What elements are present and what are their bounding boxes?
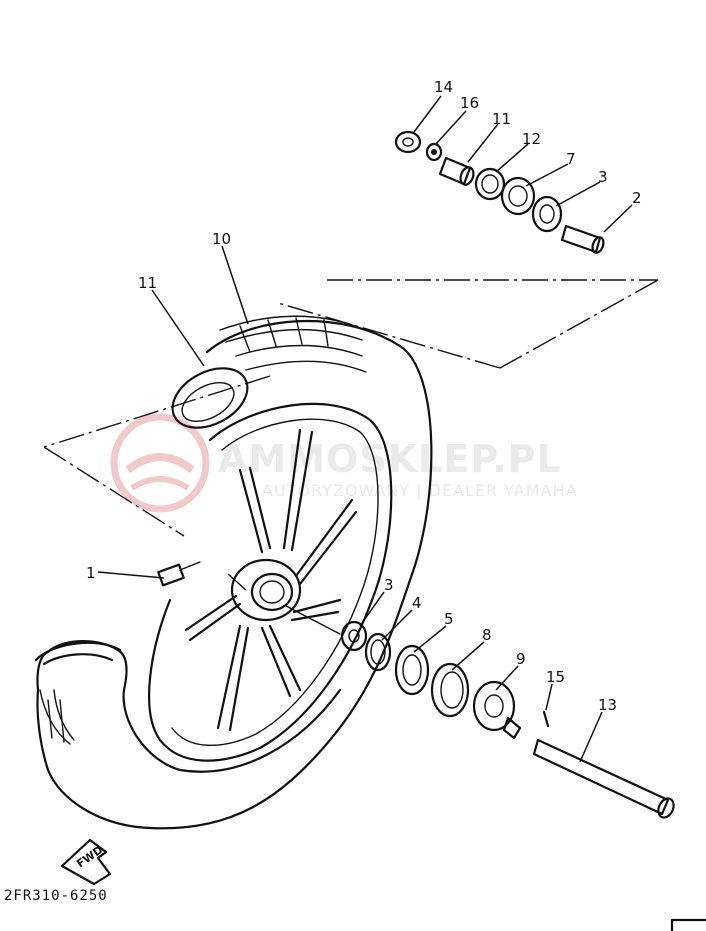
- callout-7: 8: [482, 626, 492, 644]
- tire: [34, 315, 433, 830]
- part-14-nut: [394, 130, 422, 154]
- watermark: AMMOSKLEP.PL AUTORYZOWANY | DEALER YAMAH…: [110, 413, 577, 513]
- callout-10: 11: [138, 274, 157, 292]
- callout-12: 12: [522, 130, 541, 148]
- callout-4: 4: [412, 594, 422, 612]
- part-8-meter-gear: [472, 680, 522, 740]
- part-3-bearing-lower: [340, 620, 368, 652]
- fwd-label: FWD: [74, 843, 105, 870]
- callout-1: 1: [86, 564, 96, 582]
- callout-6: 7: [566, 150, 576, 168]
- watermark-tagline: AUTORYZOWANY | DEALER YAMAHA: [262, 481, 577, 500]
- part-11-collar: [438, 156, 475, 186]
- part-16-washer: [425, 142, 443, 162]
- callout-3-lower: 3: [384, 576, 394, 594]
- callout-9: 10: [212, 230, 231, 248]
- callout-5: 5: [444, 610, 454, 628]
- callout-3-upper: 3: [598, 168, 608, 186]
- valve-part-1: [157, 561, 201, 587]
- corner-mark: [670, 918, 706, 931]
- fwd-arrow: FWD: [60, 838, 112, 886]
- part-4-circlip: [364, 632, 392, 672]
- callout-16: 16: [460, 94, 479, 112]
- rim: [147, 402, 393, 762]
- callout-8: 9: [516, 650, 526, 668]
- part-15-pin: [542, 710, 550, 728]
- hub: [230, 558, 341, 635]
- watermark-logo: [110, 413, 210, 513]
- part-13-axle: [532, 738, 675, 819]
- callout-2: 2: [632, 189, 642, 207]
- part-5-oil-seal: [394, 644, 430, 696]
- assembly-lines: [43, 279, 659, 591]
- callout-11: 11: [492, 110, 511, 128]
- leader-lines: [97, 95, 633, 763]
- callout-13: 13: [598, 696, 617, 714]
- part-3-bearing-upper: [531, 195, 563, 233]
- part-code: 2FR310-6250: [4, 888, 108, 904]
- callout-14: 14: [434, 78, 453, 96]
- part-6-bearing: [500, 176, 536, 216]
- callout-15: 15: [546, 668, 565, 686]
- part-12-oil-seal: [474, 167, 506, 201]
- callout-labels: 14 16 11 12 7 3 2 10 11 1 3 4 5 8 9 15 1…: [86, 78, 642, 714]
- spokes: [184, 428, 358, 732]
- part-7-washer: [430, 662, 470, 718]
- part-2-spacer: [560, 224, 605, 254]
